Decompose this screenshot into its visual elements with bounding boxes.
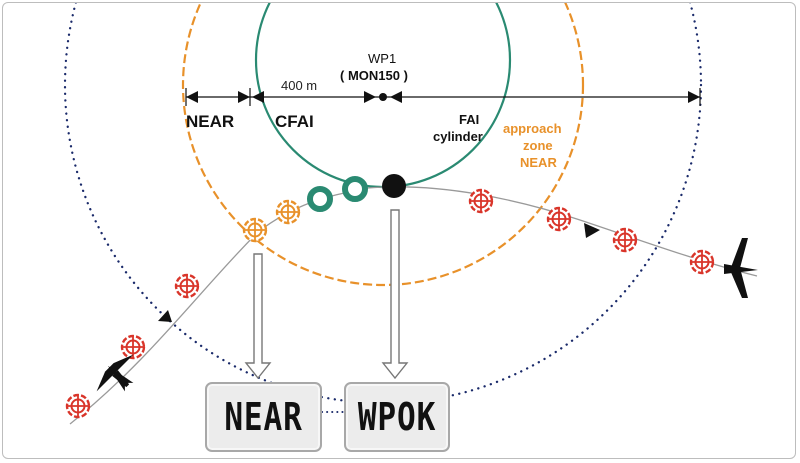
arrow-icon bbox=[158, 310, 172, 322]
approach-zone-label-line3: NEAR bbox=[520, 155, 557, 170]
crosshair-icon bbox=[611, 226, 639, 254]
wpok-display: WPOK bbox=[344, 382, 450, 452]
waypoint-dot-icon bbox=[382, 174, 406, 198]
arrow-icon bbox=[688, 91, 700, 103]
crosshair-icon bbox=[119, 333, 147, 361]
waypoint-code: ( MON150 ) bbox=[340, 68, 408, 83]
arrow-icon bbox=[584, 223, 600, 238]
ring-icon bbox=[342, 176, 368, 202]
crosshair-icon bbox=[688, 248, 716, 276]
crosshair-icon bbox=[173, 272, 201, 300]
waypoint-name: WP1 bbox=[368, 51, 397, 66]
crosshair-icon bbox=[274, 198, 302, 226]
crosshair-icon bbox=[64, 392, 92, 420]
crosshair-icon bbox=[467, 187, 495, 215]
arrow-icon bbox=[390, 91, 402, 103]
approach-zone-circle bbox=[181, 3, 585, 287]
crosshair-icon bbox=[545, 205, 573, 233]
waypoint-center-dot bbox=[379, 93, 387, 101]
crosshair-icon bbox=[241, 216, 269, 244]
arrow-icon bbox=[244, 209, 409, 380]
near-display-text: NEAR bbox=[224, 395, 303, 439]
arrow-icon bbox=[238, 91, 250, 103]
ring-icon bbox=[307, 186, 333, 212]
outer-dotted-boundary bbox=[63, 3, 703, 405]
glider-icon bbox=[724, 238, 758, 298]
arrow-icon bbox=[186, 91, 198, 103]
approach-zone-label-line1: approach bbox=[503, 121, 562, 136]
distance-label: 400 m bbox=[281, 78, 318, 93]
arrow-icon bbox=[252, 91, 264, 103]
wpok-display-text: WPOK bbox=[357, 395, 437, 439]
arrow-icon bbox=[364, 91, 376, 103]
fai-cylinder-label-line1: FAI bbox=[459, 112, 480, 127]
near-display: NEAR bbox=[205, 382, 322, 452]
approach-zone-label-line2: zone bbox=[523, 138, 553, 153]
fai-cylinder-label-line2: cylinder bbox=[433, 129, 483, 144]
near-zone-label: NEAR bbox=[186, 112, 235, 131]
cfai-label: CFAI bbox=[275, 112, 314, 131]
